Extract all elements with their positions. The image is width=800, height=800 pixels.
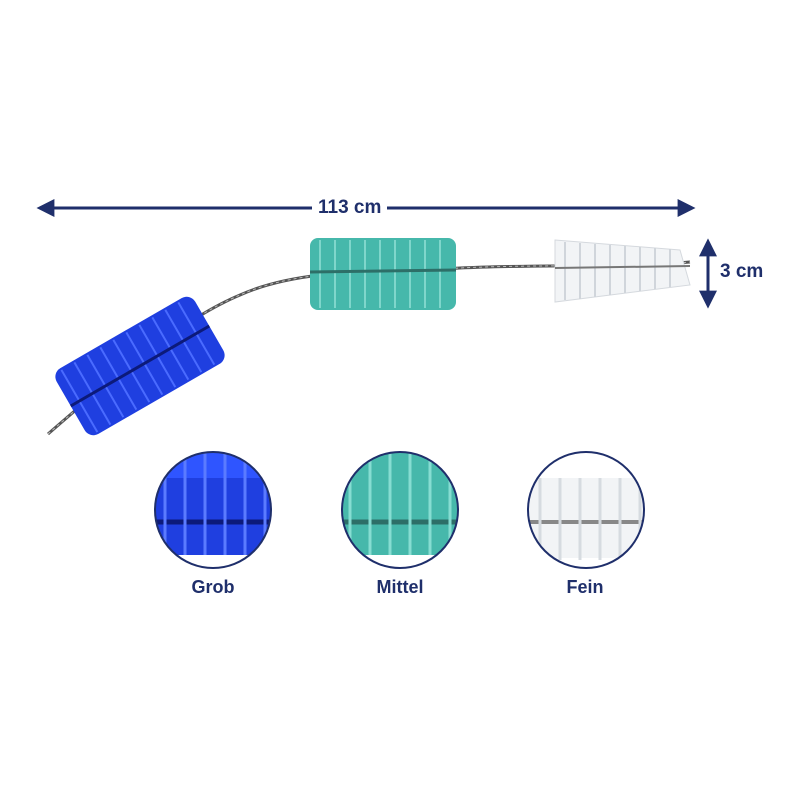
medium-bristle-closeup — [341, 451, 459, 569]
variant-label-fine: Fein — [566, 577, 604, 597]
coarse-bristle-closeup — [154, 451, 272, 569]
fine-brush-section — [554, 239, 691, 303]
variant-label-coarse: Grob — [191, 577, 235, 597]
fine-bristle-closeup — [527, 451, 645, 569]
coarse-brush-section — [55, 296, 225, 436]
length-label: 113 cm — [312, 197, 388, 219]
medium-brush-section — [309, 238, 457, 310]
diameter-label: 3 cm — [718, 261, 766, 283]
variant-label-medium: Mittel — [376, 577, 424, 597]
